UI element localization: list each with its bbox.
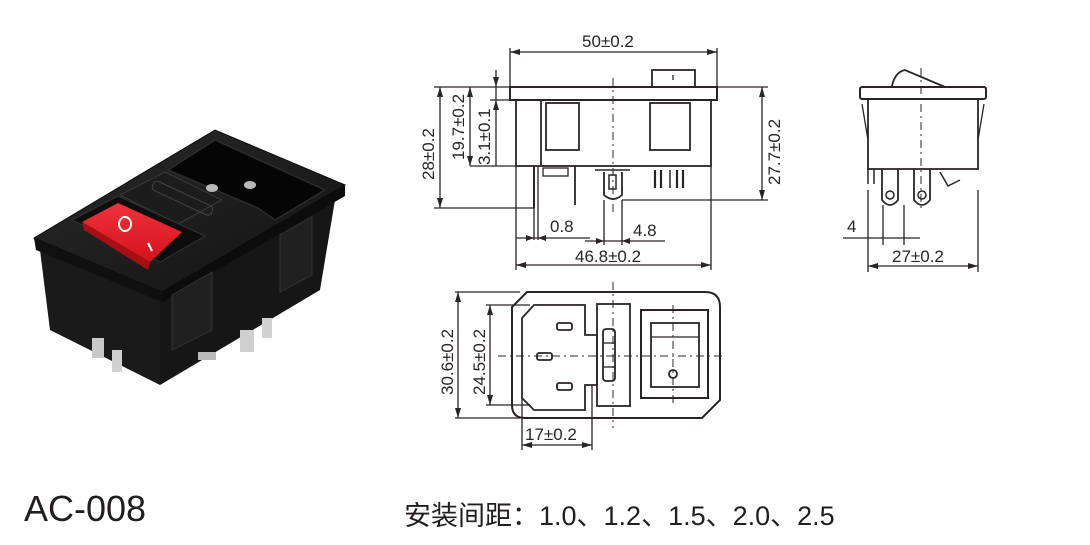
dim-terminal-thickness: 0.8 [550, 217, 574, 236]
power-inlet-photo-illustration [32, 129, 347, 385]
dim-body-width: 46.8±0.2 [575, 247, 641, 266]
model-number: AC-008 [24, 488, 147, 529]
mounting-spacing-values: 1.0、1.2、1.5、2.0、2.5 [539, 501, 835, 531]
mounting-spacing: 安装间距：1.0、1.2、1.5、2.0、2.5 [404, 494, 835, 533]
dim-terminal-pitch: 4 [847, 217, 856, 236]
dim-overall-width: 50±0.2 [582, 32, 634, 51]
dim-body-depth: 19.7±0.2 [449, 94, 468, 160]
mounting-spacing-label: 安装间距： [404, 501, 539, 532]
product-photo [0, 0, 400, 400]
dim-terminal-width: 4.8 [633, 221, 657, 240]
dim-total-height: 28±0.2 [419, 128, 438, 180]
dim-inner-height: 24.5±0.2 [470, 329, 489, 395]
dim-outer-height: 30.6±0.2 [438, 329, 457, 395]
dim-right-height: 27.7±0.2 [765, 119, 784, 185]
dim-flange: 3.1±0.1 [475, 108, 494, 165]
dim-side-width: 27±0.2 [892, 247, 944, 266]
dim-inlet-width: 17±0.2 [525, 425, 577, 444]
